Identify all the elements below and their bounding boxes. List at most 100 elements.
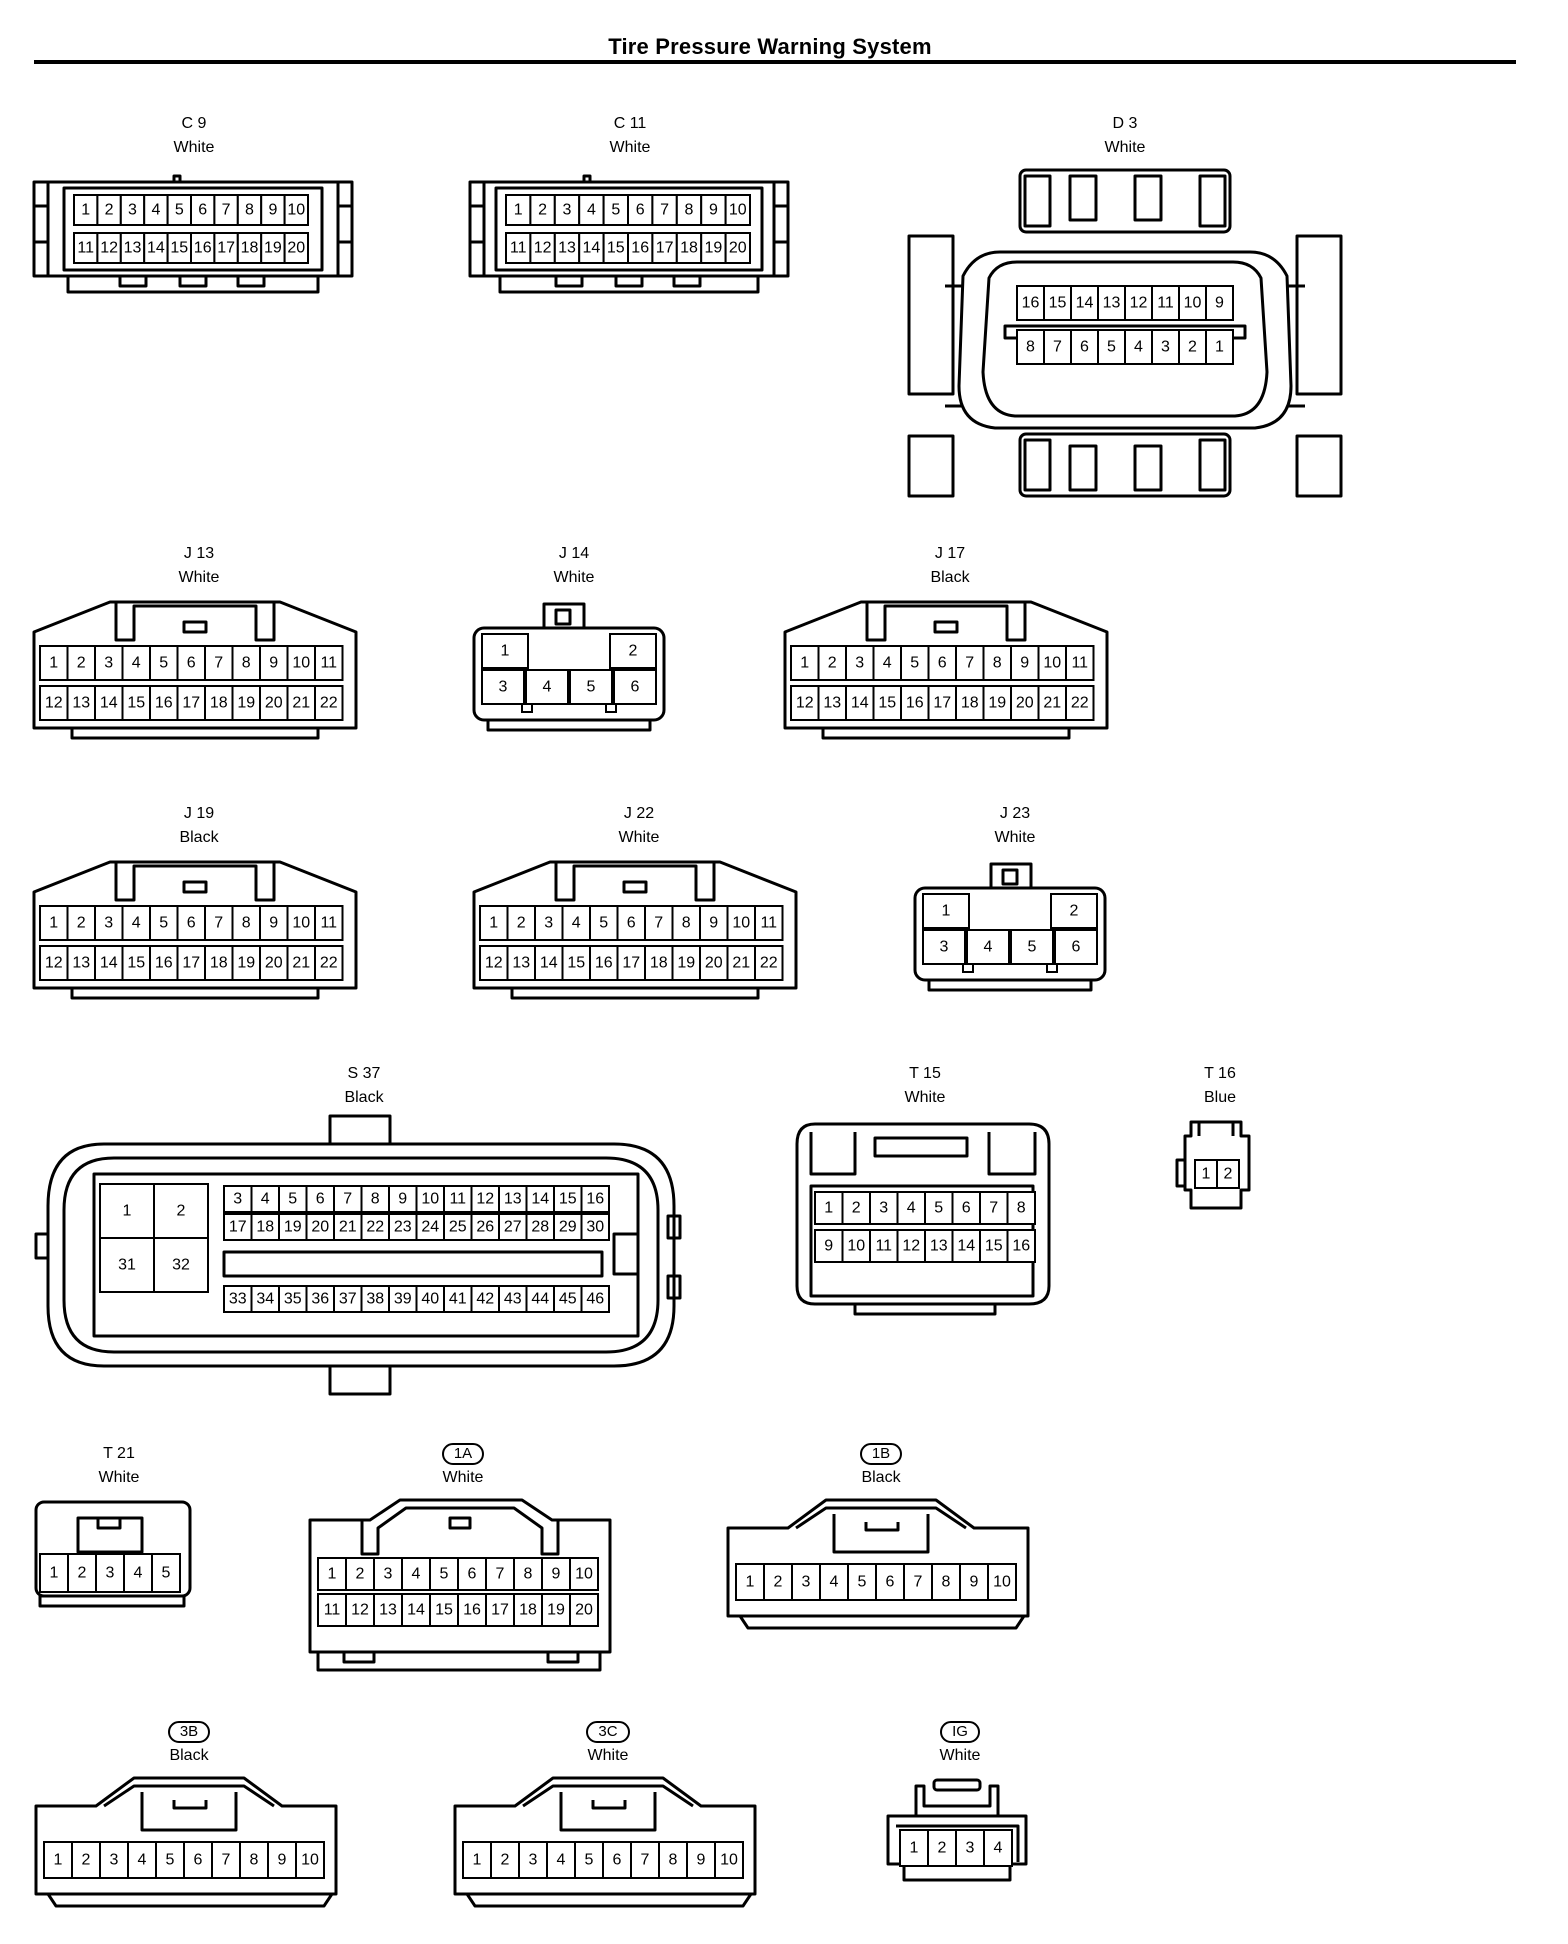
svg-text:14: 14 (147, 240, 165, 257)
pin-22: 22 (360, 1213, 390, 1241)
pin-6: 6 (627, 194, 654, 226)
connector-code: C 9 (181, 115, 207, 132)
pin-20: 20 (305, 1213, 335, 1241)
pin-23: 23 (388, 1213, 418, 1241)
svg-text:4: 4 (907, 1200, 916, 1217)
pin-17: 17 (176, 685, 206, 721)
svg-text:8: 8 (682, 915, 691, 932)
svg-text:14: 14 (100, 695, 118, 712)
svg-text:18: 18 (961, 695, 979, 712)
svg-text:10: 10 (847, 1238, 865, 1255)
svg-text:19: 19 (677, 955, 695, 972)
pin-1: 1 (899, 1829, 929, 1867)
svg-text:1: 1 (54, 1852, 63, 1869)
pin-6: 6 (1070, 329, 1099, 365)
pin-4: 4 (127, 1841, 157, 1879)
svg-text:15: 15 (127, 695, 145, 712)
pin-2: 2 (817, 645, 847, 681)
pin-18: 18 (204, 945, 234, 981)
pin-18: 18 (955, 685, 985, 721)
pin-1: 1 (39, 905, 69, 941)
svg-text:25: 25 (449, 1219, 467, 1236)
connector-color: Black (344, 1089, 384, 1106)
svg-text:2: 2 (177, 1203, 186, 1220)
pin-15: 15 (979, 1229, 1009, 1263)
svg-text:3: 3 (499, 679, 508, 696)
svg-text:5: 5 (587, 679, 596, 696)
connector-color: White (994, 829, 1036, 846)
connector-code: T 16 (1204, 1065, 1236, 1082)
svg-text:29: 29 (559, 1219, 577, 1236)
svg-text:15: 15 (170, 240, 188, 257)
svg-text:9: 9 (1020, 655, 1029, 672)
svg-text:16: 16 (155, 695, 173, 712)
svg-text:3: 3 (1161, 339, 1170, 356)
connector-code: D 3 (1112, 115, 1138, 132)
pin-20: 20 (569, 1593, 599, 1627)
pin-15: 15 (1043, 285, 1072, 321)
pin-22: 22 (314, 945, 344, 981)
pin-2: 2 (763, 1563, 793, 1601)
pin-12: 12 (529, 232, 556, 264)
svg-text:38: 38 (366, 1291, 384, 1308)
svg-text:28: 28 (531, 1219, 549, 1236)
pin-14: 14 (845, 685, 875, 721)
pin-14: 14 (525, 1185, 555, 1213)
connector-color: White (609, 139, 651, 156)
pin-10: 10 (1178, 285, 1207, 321)
svg-text:15: 15 (435, 1602, 453, 1619)
pin-11: 11 (73, 232, 99, 264)
svg-text:15: 15 (559, 1191, 577, 1208)
pin-8: 8 (231, 905, 261, 941)
svg-text:6: 6 (631, 679, 640, 696)
pin-13: 13 (498, 1185, 528, 1213)
pin-11: 11 (443, 1185, 473, 1213)
pin-20: 20 (724, 232, 752, 264)
pin-19: 19 (541, 1593, 571, 1627)
svg-text:11: 11 (875, 1238, 892, 1255)
svg-text:6: 6 (938, 655, 947, 672)
svg-text:2: 2 (356, 1566, 365, 1583)
svg-text:2: 2 (1188, 339, 1197, 356)
svg-text:4: 4 (261, 1191, 270, 1208)
pin-31: 31 (99, 1237, 155, 1293)
svg-text:16: 16 (631, 240, 649, 257)
pin-37: 37 (333, 1285, 363, 1313)
svg-text:34: 34 (256, 1291, 274, 1308)
svg-text:19: 19 (988, 695, 1006, 712)
svg-text:15: 15 (878, 695, 896, 712)
svg-text:8: 8 (669, 1852, 678, 1869)
pin-4: 4 (121, 645, 151, 681)
svg-text:39: 39 (394, 1291, 412, 1308)
pin-8: 8 (671, 905, 701, 941)
pin-18: 18 (644, 945, 674, 981)
svg-text:2: 2 (77, 655, 86, 672)
svg-text:5: 5 (159, 915, 168, 932)
svg-text:15: 15 (607, 240, 625, 257)
connector-code: C 11 (613, 115, 647, 132)
svg-text:16: 16 (595, 955, 613, 972)
svg-text:11: 11 (77, 240, 94, 257)
pin-11: 11 (505, 232, 532, 264)
svg-text:36: 36 (311, 1291, 329, 1308)
pin-10: 10 (283, 194, 310, 226)
pin-1: 1 (73, 194, 99, 226)
svg-text:20: 20 (1016, 695, 1034, 712)
pin-6: 6 (183, 1841, 213, 1879)
pin-17: 17 (176, 945, 206, 981)
pin-1: 1 (317, 1557, 347, 1591)
svg-text:45: 45 (559, 1291, 577, 1308)
latch-tab (605, 703, 617, 713)
pin-20: 20 (1010, 685, 1040, 721)
svg-text:9: 9 (824, 1238, 833, 1255)
pin-14: 14 (401, 1593, 431, 1627)
svg-text:4: 4 (883, 655, 892, 672)
pin-2: 2 (506, 905, 536, 941)
svg-text:1: 1 (1215, 339, 1224, 356)
svg-text:9: 9 (709, 915, 718, 932)
pin-9: 9 (260, 194, 286, 226)
